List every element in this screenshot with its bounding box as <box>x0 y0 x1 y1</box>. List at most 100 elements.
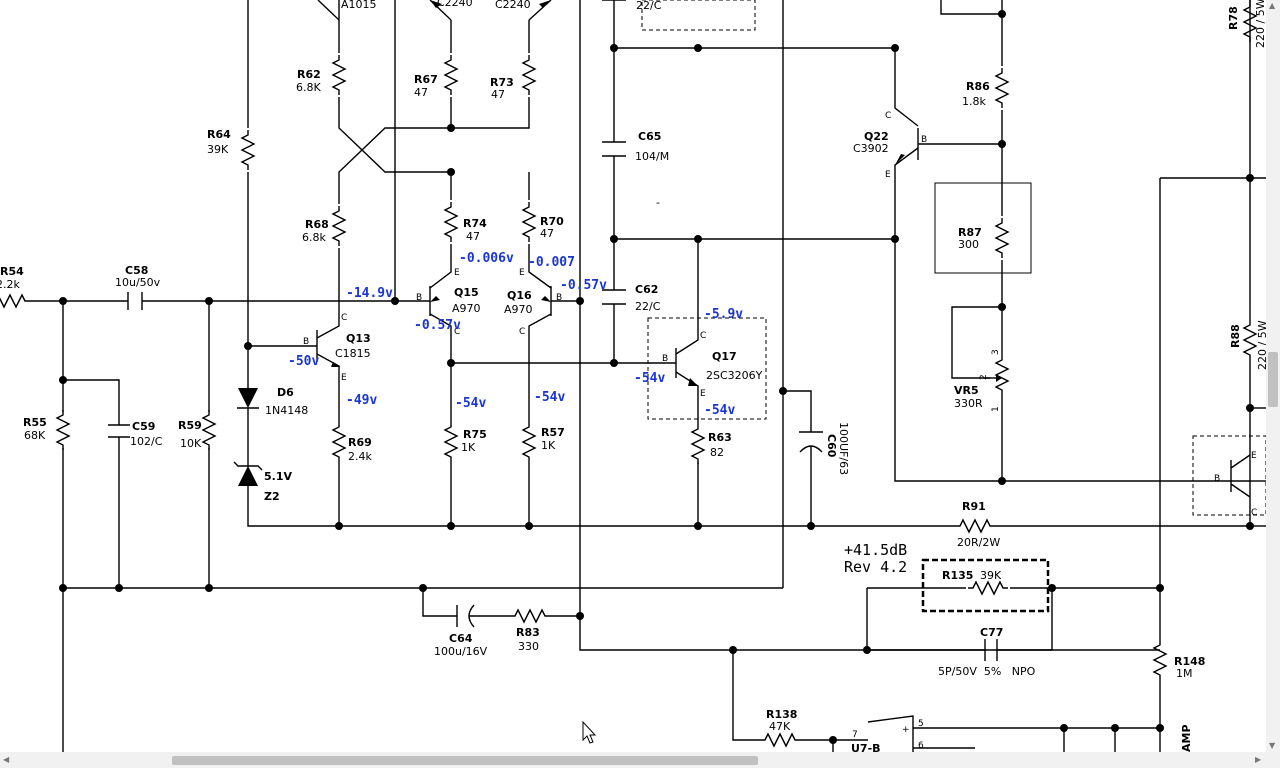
capacitor-C59 <box>108 424 130 438</box>
label-Q13: Q13 <box>346 332 371 345</box>
label-Z2v: 5.1V <box>264 470 292 483</box>
label-R86: R86 <box>966 80 990 93</box>
label-D6: D6 <box>277 386 294 399</box>
svg-text:E: E <box>1251 451 1257 461</box>
label-R87: R87 <box>958 226 982 239</box>
value-R69: 2.4k <box>348 450 372 463</box>
label-amp: AMP <box>1180 724 1193 752</box>
label-R67: R67 <box>414 73 438 86</box>
svg-text:C: C <box>519 327 525 337</box>
vr5-wiper-arrow <box>996 374 1002 382</box>
horizontal-scrollbar[interactable]: ◀ ▶ <box>0 752 1266 768</box>
value-R138: 47K <box>769 720 791 733</box>
svg-text:2: 2 <box>979 374 989 380</box>
value-R59: 10K <box>180 437 202 450</box>
svg-text:5: 5 <box>918 719 924 729</box>
svg-text:E: E <box>700 389 706 399</box>
resistor-R138 <box>759 733 801 747</box>
svg-text:1: 1 <box>991 406 1001 412</box>
voltage-q15-collector: -0.57v <box>414 318 461 333</box>
label-C62: C62 <box>635 283 658 296</box>
dashed-box-q17 <box>647 317 767 420</box>
horizontal-scroll-thumb[interactable] <box>172 756 758 765</box>
label-C77: C77 <box>980 626 1003 639</box>
label-R148: R148 <box>1174 655 1205 668</box>
value-Q22: C3902 <box>853 142 889 155</box>
capacitor-C58 <box>127 292 143 310</box>
value-R88: 220 / 5W <box>1256 320 1266 370</box>
vertical-scrollbar[interactable]: ▲ ▼ <box>1266 0 1280 752</box>
resistor-R83 <box>509 609 551 623</box>
svg-text:C: C <box>700 331 706 341</box>
svg-text:7: 7 <box>852 730 858 740</box>
svg-text:C: C <box>885 111 891 121</box>
svg-text:B: B <box>921 135 927 145</box>
value-R64: 39K <box>207 143 229 156</box>
label-Q15: Q15 <box>454 286 479 299</box>
q13-arrow <box>331 362 340 367</box>
svg-text:B: B <box>1214 474 1220 484</box>
resistor-R70 <box>522 201 536 243</box>
value-R86: 1.8k <box>962 95 986 108</box>
resistor-R67 <box>444 54 458 96</box>
label-C59: C59 <box>132 420 155 433</box>
value-R75: 1K <box>461 441 476 454</box>
value-Q15: A970 <box>452 302 481 315</box>
scroll-left-icon[interactable]: ◀ <box>3 755 10 764</box>
diode-D6 <box>238 388 258 408</box>
resistor-R54 <box>0 294 31 308</box>
resistor-R73 <box>522 54 536 96</box>
mouse-cursor-icon <box>582 720 597 744</box>
voltage-annotations: -14.9v -0.006v -0.007 -0.57v -0.57v -5.9… <box>288 251 743 418</box>
label-C58: C58 <box>125 264 148 277</box>
box-r87 <box>934 182 1032 274</box>
svg-text:B: B <box>556 293 562 303</box>
label-R63: R63 <box>708 431 732 444</box>
resistor-R59 <box>202 409 216 451</box>
label-R59: R59 <box>178 419 202 432</box>
value-C64: 100u/16V <box>434 645 488 658</box>
value-C58: 10u/50v <box>115 276 161 289</box>
value-D6: 1N4148 <box>265 404 308 417</box>
vertical-scroll-thumb[interactable] <box>1268 352 1278 407</box>
label-R91: R91 <box>962 500 986 513</box>
svg-text:E: E <box>341 373 347 383</box>
value-R135: 39K <box>980 569 1002 582</box>
resistor-R62 <box>332 54 346 96</box>
q16-arrow <box>541 296 551 302</box>
resistor-R74 <box>444 201 458 243</box>
capacitors <box>108 0 998 661</box>
label-VR5: VR5 <box>954 384 979 397</box>
capacitor-C60-curve <box>799 445 823 453</box>
label-C2240a: C2240 <box>437 0 473 9</box>
label-R73: R73 <box>490 76 514 89</box>
label-R62: R62 <box>297 68 321 81</box>
capacitor-C65 <box>602 141 626 157</box>
scroll-down-icon[interactable]: ▼ <box>1269 741 1276 750</box>
scroll-right-icon[interactable]: ▶ <box>1255 755 1262 764</box>
svg-text:E: E <box>885 170 891 180</box>
value-R83: 330 <box>518 640 539 653</box>
transistor-right <box>1230 454 1251 498</box>
resistors <box>0 0 1257 747</box>
gain-annotation: +41.5dB <box>844 541 907 559</box>
value-R73: 47 <box>491 88 505 101</box>
scroll-up-icon[interactable]: ▲ <box>1269 1 1276 10</box>
value-R148: 1M <box>1176 667 1193 680</box>
svg-text:3: 3 <box>991 349 1001 355</box>
value-C65: 104/M <box>635 150 669 163</box>
label-Z2: Z2 <box>264 490 280 503</box>
svg-text:E: E <box>454 268 460 278</box>
resistor-R64 <box>241 129 255 171</box>
svg-text:C: C <box>454 327 460 337</box>
resistor-R63 <box>691 423 705 465</box>
value-Q16: A970 <box>504 303 533 316</box>
label-R74: R74 <box>463 217 487 230</box>
resistor-R148 <box>1153 639 1167 681</box>
q22-arrow <box>895 154 905 165</box>
capacitor-C77 <box>984 639 998 661</box>
label-R70: R70 <box>540 215 564 228</box>
value-R74: 47 <box>466 230 480 243</box>
schematic-viewport[interactable]: A1015 C2240 C2240 22/C R62 6.8K R67 47 R… <box>0 0 1266 752</box>
value-R67: 47 <box>414 86 428 99</box>
